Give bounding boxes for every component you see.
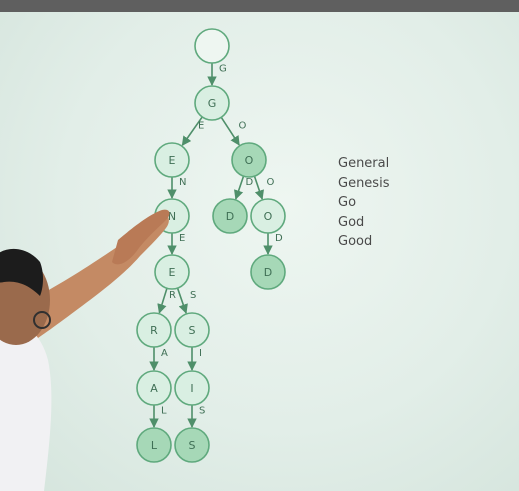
- word-item: Genesis: [338, 175, 390, 191]
- trie-node-label: A: [150, 382, 158, 395]
- trie-edge: [234, 175, 245, 200]
- word-item: General: [338, 156, 390, 171]
- trie-node: [231, 142, 267, 178]
- trie-edge-label: O: [267, 177, 275, 188]
- word-item: Good: [338, 234, 373, 249]
- trie-node-label: E: [169, 266, 176, 279]
- trie-node: [154, 142, 190, 178]
- trie-edge: [181, 116, 203, 147]
- trie-node-label: I: [190, 382, 193, 395]
- trie-node-label: G: [208, 97, 217, 110]
- trie-edge: [253, 175, 264, 200]
- trie-node: [250, 254, 286, 290]
- trie-edge-label: D: [246, 177, 254, 188]
- trie-node: [136, 370, 172, 406]
- trie-node: [174, 427, 210, 463]
- trie-node: [250, 198, 286, 234]
- trie-node-label: S: [189, 324, 196, 337]
- trie-node-label: N: [168, 210, 176, 223]
- trie-edge: [176, 287, 188, 314]
- trie-edge-label: S: [190, 290, 196, 301]
- trie-edge-label: N: [179, 177, 186, 188]
- trie-edge-label: R: [169, 290, 176, 301]
- trie-edge-label: O: [239, 121, 247, 132]
- trie-edge-label: I: [199, 348, 202, 359]
- trie-node-label: L: [151, 439, 158, 452]
- trie-edge-label: A: [161, 348, 168, 359]
- top-bar: [0, 0, 519, 12]
- trie-node-label: O: [264, 210, 273, 223]
- trie-edge-label: D: [275, 233, 283, 244]
- word-item: God: [338, 214, 365, 230]
- trie-node: [174, 312, 210, 348]
- word-list: General Genesis Go God Good: [338, 154, 389, 252]
- trie-edge-label: E: [198, 121, 204, 132]
- trie-node: [136, 427, 172, 463]
- trie-edge: [157, 287, 168, 314]
- trie-node-label: D: [264, 266, 272, 279]
- trie-edge-label: G: [219, 64, 227, 75]
- trie-node: [194, 85, 230, 121]
- trie-node-label: E: [169, 154, 176, 167]
- word-item: Go: [338, 195, 357, 210]
- trie-node-label: O: [245, 154, 254, 167]
- trie-node-label: D: [226, 210, 234, 223]
- trie-node: [174, 370, 210, 406]
- trie-node-label: S: [189, 439, 196, 452]
- trie-edge: [220, 116, 240, 146]
- trie-node-label: R: [150, 324, 158, 337]
- trie-edge-label: L: [161, 406, 167, 417]
- trie-node: [212, 198, 248, 234]
- trie-root-node: [194, 28, 230, 64]
- trie-edge-label: S: [199, 406, 205, 417]
- trie-edge-label: E: [179, 233, 185, 244]
